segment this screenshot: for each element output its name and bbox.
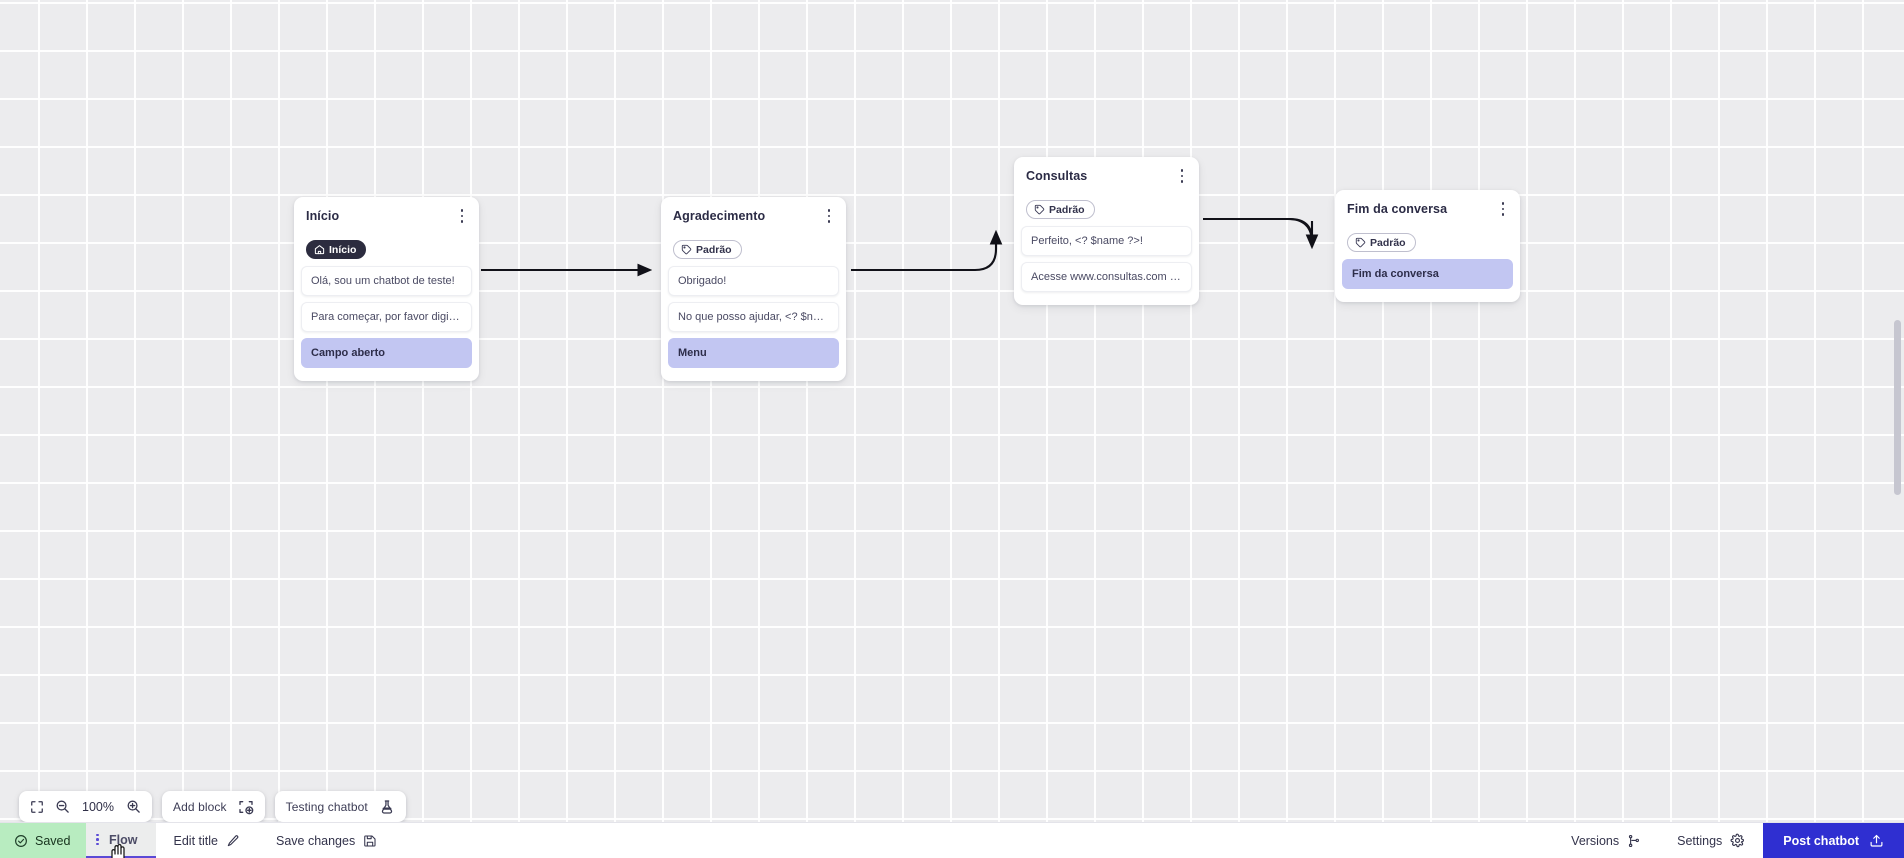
zoom-controls: 100%: [19, 791, 152, 822]
saved-label: Saved: [35, 833, 71, 848]
node-tag-label: Padrão: [696, 243, 732, 256]
upload-icon: [1869, 833, 1884, 848]
saved-status-badge: Saved: [0, 823, 87, 858]
node-tag-padrao[interactable]: Padrão: [1026, 200, 1095, 219]
tab-flow-label: Flow: [109, 832, 138, 847]
save-changes-label: Save changes: [275, 833, 356, 848]
post-chatbot-label: Post chatbot: [1783, 833, 1859, 848]
node-message[interactable]: No que posso ajudar, <? $name ...: [668, 302, 839, 332]
zoom-level-value: 100%: [82, 799, 114, 814]
edge-consultas-fim-part1: [1203, 217, 1314, 241]
node-message-highlight[interactable]: Menu: [668, 338, 839, 368]
node-messages: Perfeito, <? $name ?>! Acesse www.consul…: [1014, 220, 1199, 292]
zoom-out-icon[interactable]: [55, 799, 70, 814]
node-message[interactable]: Olá, sou um chatbot de teste!: [301, 266, 472, 296]
node-message[interactable]: Obrigado!: [668, 266, 839, 296]
node-header: Consultas: [1014, 157, 1199, 193]
node-message[interactable]: Perfeito, <? $name ?>!: [1021, 226, 1192, 256]
flask-icon: [379, 799, 395, 815]
bottom-bar: Saved Flow Edit title Save changes: [0, 822, 1904, 858]
flow-node-inicio[interactable]: Início Início Olá, sou um chatbot de tes…: [294, 197, 479, 381]
flow-canvas[interactable]: Início Início Olá, sou um chatbot de tes…: [0, 0, 1904, 822]
tag-icon: [681, 244, 692, 255]
node-tag-label: Padrão: [1049, 203, 1085, 216]
flow-menu-icon[interactable]: [96, 833, 100, 846]
edge-consultas-fim: [1203, 217, 1319, 250]
node-header: Fim da conversa: [1335, 190, 1520, 226]
node-title: Agradecimento: [673, 209, 766, 223]
node-tag-label: Padrão: [1370, 236, 1406, 249]
node-message-highlight[interactable]: Campo aberto: [301, 338, 472, 368]
floppy-disk-icon: [363, 834, 377, 848]
pencil-icon: [226, 834, 240, 848]
tab-flow[interactable]: Flow: [86, 823, 156, 858]
gear-icon: [1730, 833, 1745, 848]
vertical-scrollbar-thumb[interactable]: [1894, 320, 1901, 495]
flow-connectors: [481, 217, 1319, 277]
home-icon: [314, 244, 325, 255]
add-block-icon: [238, 799, 254, 815]
node-title: Consultas: [1026, 169, 1088, 183]
node-messages: Obrigado! No que posso ajudar, <? $name …: [661, 260, 846, 368]
node-tag-padrao[interactable]: Padrão: [1347, 233, 1416, 252]
node-message-highlight[interactable]: Fim da conversa: [1342, 259, 1513, 289]
node-menu-icon[interactable]: [1495, 200, 1511, 218]
canvas-toolbar: 100% Add block: [19, 791, 406, 822]
node-header: Início: [294, 197, 479, 233]
settings-button[interactable]: Settings: [1659, 823, 1763, 858]
node-message[interactable]: Acesse www.consultas.com par...: [1021, 262, 1192, 292]
node-menu-icon[interactable]: [454, 207, 470, 225]
fit-screen-icon[interactable]: [30, 800, 44, 814]
flow-node-fim-da-conversa[interactable]: Fim da conversa Padrão Fim da conversa: [1335, 190, 1520, 302]
settings-label: Settings: [1677, 833, 1723, 848]
zoom-in-icon[interactable]: [126, 799, 141, 814]
node-title: Início: [306, 209, 340, 223]
node-messages: Olá, sou um chatbot de teste! Para começ…: [294, 260, 479, 368]
add-block-label: Add block: [173, 799, 227, 814]
versions-button[interactable]: Versions: [1553, 823, 1659, 858]
bottom-bar-spacer: [395, 823, 1553, 858]
node-title: Fim da conversa: [1347, 202, 1448, 216]
post-chatbot-button[interactable]: Post chatbot: [1763, 823, 1904, 858]
versions-label: Versions: [1571, 833, 1620, 848]
tag-icon: [1034, 204, 1045, 215]
node-menu-icon[interactable]: [1174, 167, 1190, 185]
node-tag-label: Início: [329, 243, 357, 256]
tag-icon: [1355, 237, 1366, 248]
flow-node-consultas[interactable]: Consultas Padrão Perfeito, <? $name ?>! …: [1014, 157, 1199, 305]
node-message[interactable]: Para começar, por favor digite o ...: [301, 302, 472, 332]
node-tag-inicio[interactable]: Início: [306, 240, 367, 259]
flow-node-agradecimento[interactable]: Agradecimento Padrão Obrigado! No que po…: [661, 197, 846, 381]
save-changes-button[interactable]: Save changes: [258, 823, 395, 858]
check-circle-icon: [14, 834, 28, 848]
node-messages: Fim da conversa: [1335, 253, 1520, 289]
node-tag-padrao[interactable]: Padrão: [673, 240, 742, 259]
edit-title-label: Edit title: [173, 833, 218, 848]
branch-icon: [1627, 834, 1641, 848]
add-block-button[interactable]: Add block: [162, 791, 265, 822]
edge-agradecimento-consultas: [851, 229, 1003, 272]
node-menu-icon[interactable]: [821, 207, 837, 225]
testing-chatbot-button[interactable]: Testing chatbot: [274, 791, 406, 822]
node-header: Agradecimento: [661, 197, 846, 233]
testing-chatbot-label: Testing chatbot: [285, 799, 368, 814]
edit-title-button[interactable]: Edit title: [156, 823, 258, 858]
